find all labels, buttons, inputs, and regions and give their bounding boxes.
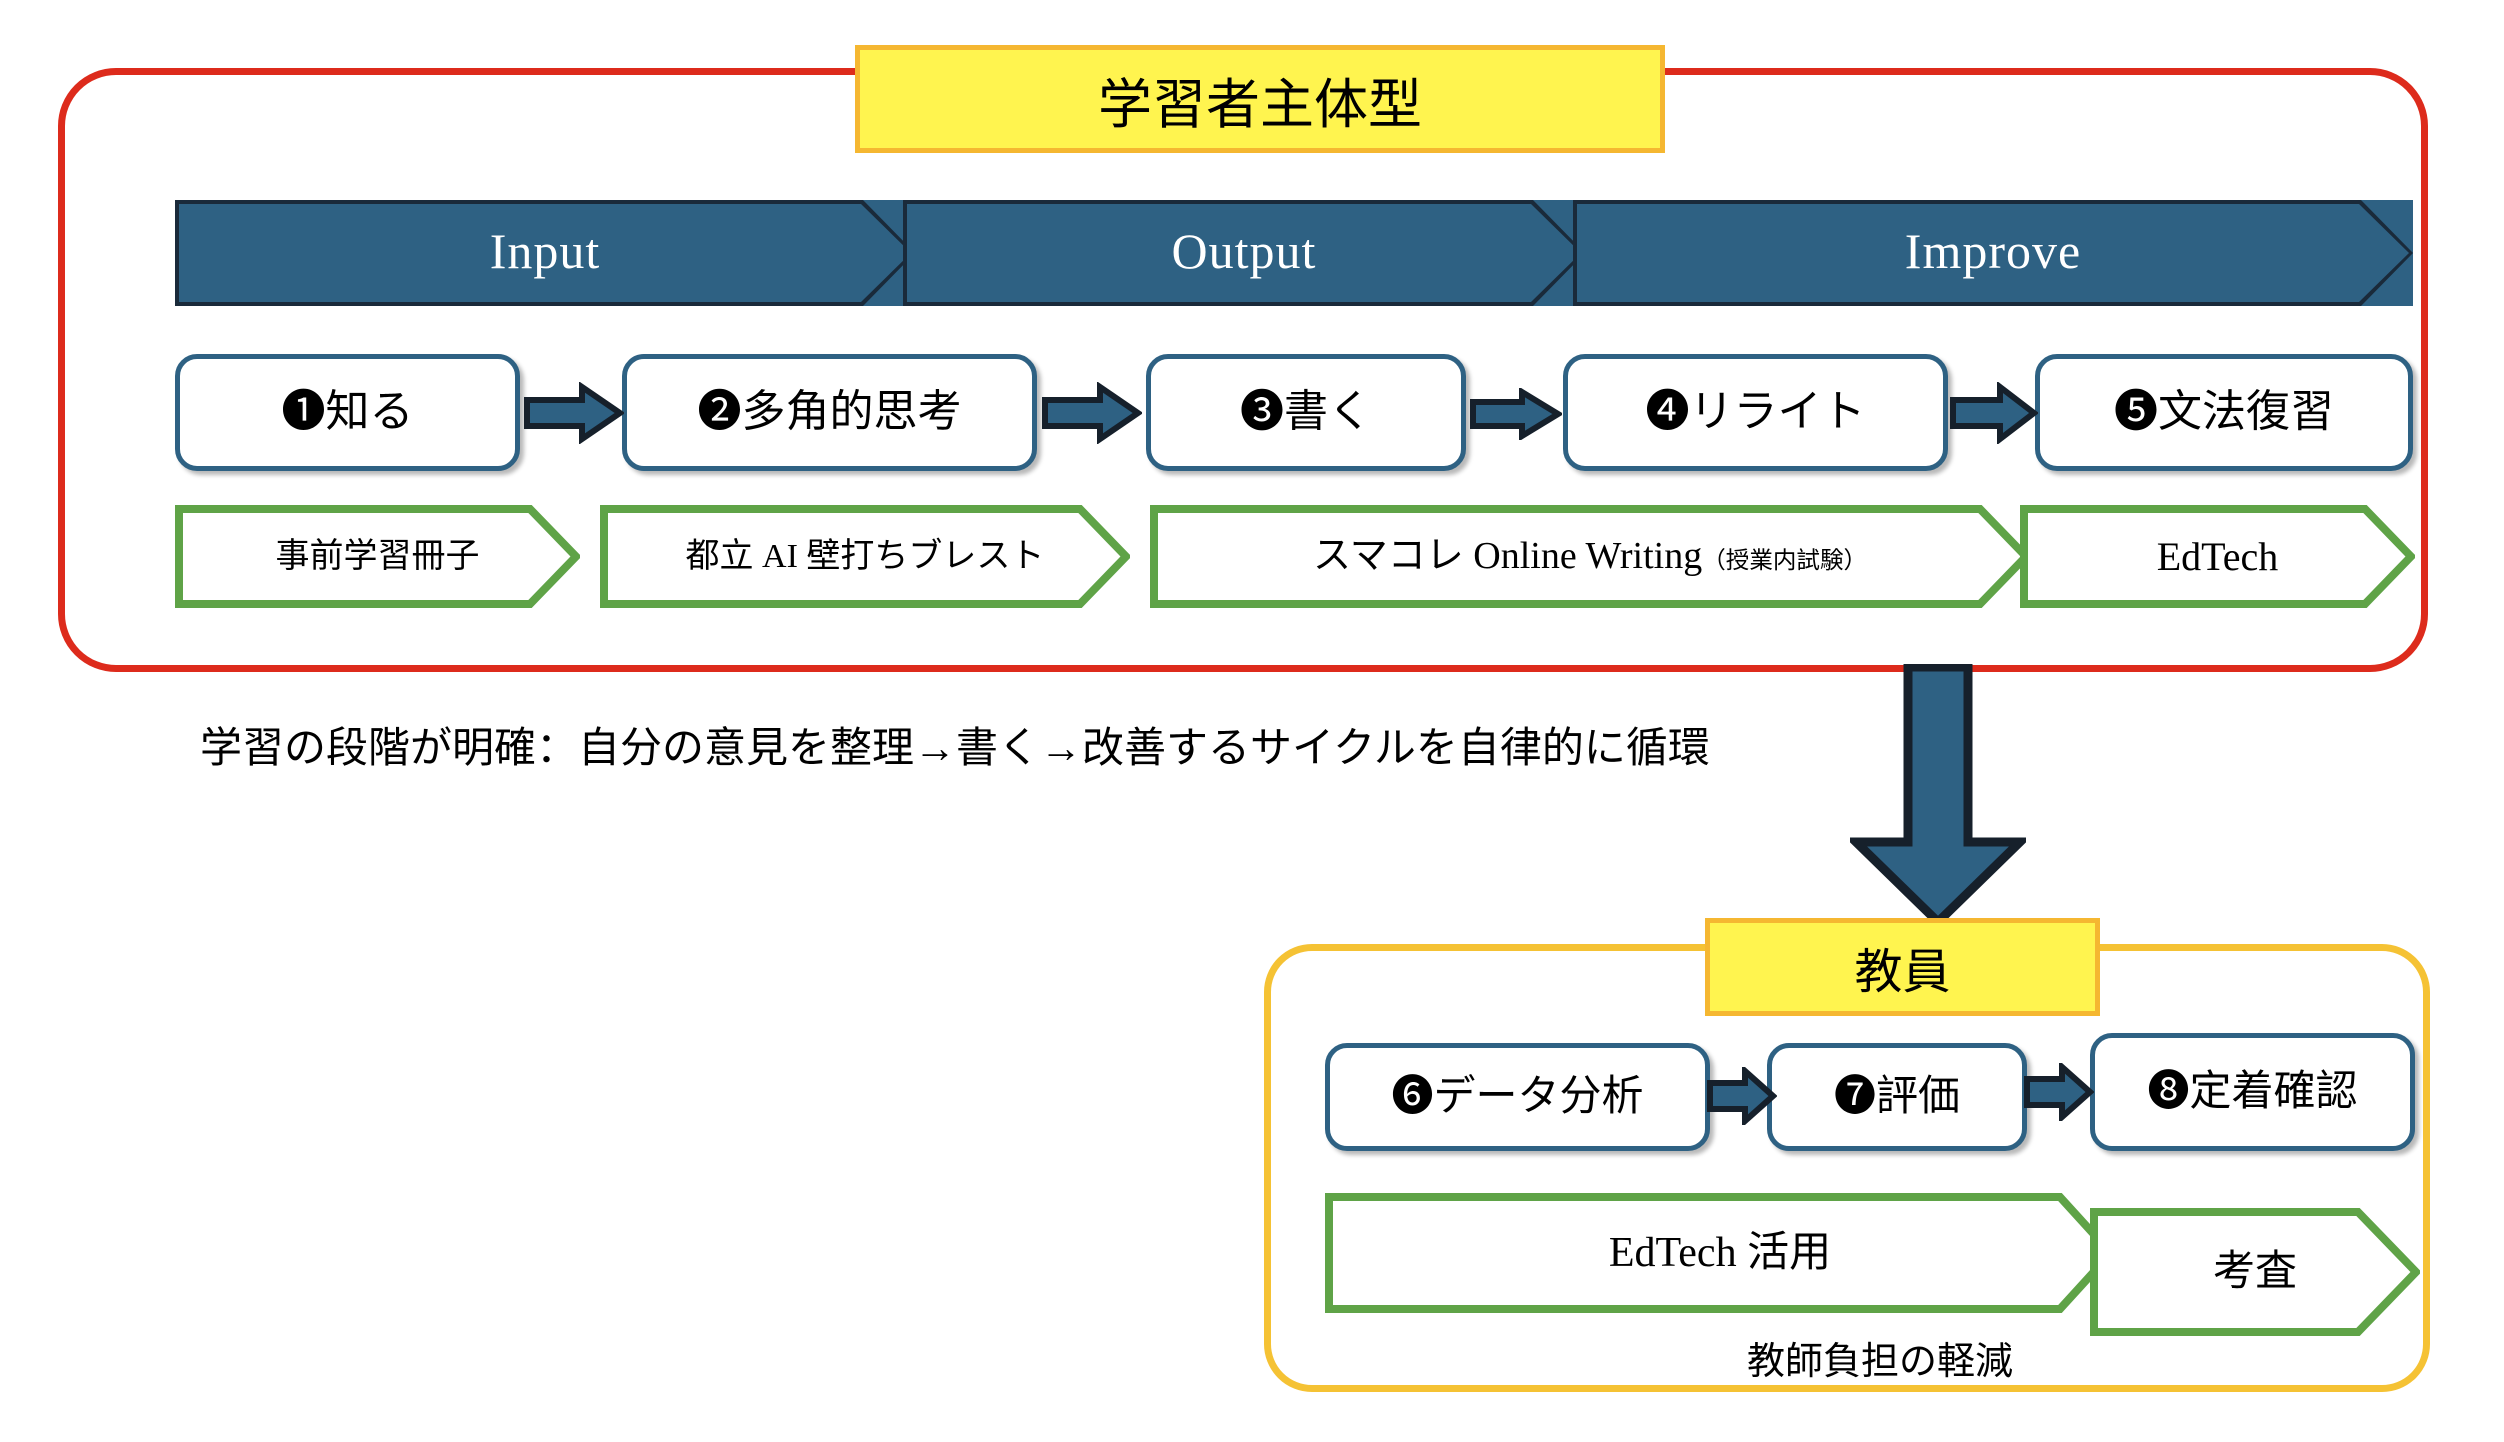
tool-chevron-6-label: 考査	[2212, 1248, 2297, 1295]
step-box-7-label: ❼評価	[1833, 1073, 1960, 1120]
tool-chevron-3-note: （授業内試験）	[1702, 547, 1868, 574]
teacher-caption: 教師負担の軽減	[1735, 1330, 2026, 1385]
tool-chevron-3[interactable]: スマコレ Online Writing（授業内試験）	[1150, 505, 2030, 608]
step-box-4[interactable]: ❹リライト	[1563, 354, 1948, 471]
learner-group-title: 学習者主体型	[855, 45, 1665, 153]
phase-chevron-improve-label: Improve	[1904, 223, 2082, 279]
step-box-5-label: ❺文法復習	[2114, 387, 2334, 437]
step-box-2[interactable]: ❷多角的思考	[622, 354, 1037, 471]
step-arrow-1-2	[524, 381, 626, 449]
tool-chevron-2-label: 都立 AI 壁打ちブレスト	[685, 537, 1045, 575]
step-box-6[interactable]: ❻データ分析	[1325, 1043, 1710, 1151]
tool-chevron-3-label: スマコレ Online Writing（授業内試験）	[1312, 534, 1868, 578]
step-arrow-7-8	[2024, 1060, 2095, 1126]
step-arrow-4-5	[1950, 380, 2039, 449]
tool-chevron-4-label: EdTech	[2156, 533, 2279, 579]
phase-chevron-output: Output	[903, 200, 1585, 306]
tool-chevron-2[interactable]: 都立 AI 壁打ちブレスト	[600, 505, 1130, 608]
learner-caption: 学習の段階が明確：自分の意見を整理→書く→改善するサイクルを自律的に循環	[200, 714, 1710, 775]
step-arrow-6-7	[1707, 1064, 1778, 1130]
tool-chevron-3-main: スマコレ Online Writing	[1312, 534, 1703, 577]
tool-chevron-5-label: EdTech 活用	[1608, 1229, 1832, 1276]
tool-chevron-5[interactable]: EdTech 活用	[1325, 1193, 2115, 1313]
phase-chevron-input: Input	[175, 200, 915, 306]
step-box-1[interactable]: ❶知る	[175, 354, 520, 471]
step-box-7[interactable]: ❼評価	[1767, 1043, 2027, 1151]
phase-chevron-input-label: Input	[489, 223, 601, 279]
step-box-5[interactable]: ❺文法復習	[2035, 354, 2413, 471]
step-box-3-label: ❸書く	[1240, 387, 1372, 437]
tool-chevron-1[interactable]: 事前学習冊子	[175, 505, 580, 608]
tool-chevron-1-label: 事前学習冊子	[275, 537, 480, 575]
step-arrow-2-3	[1042, 381, 1144, 449]
teacher-group-title: 教員	[1705, 918, 2100, 1016]
tool-chevron-4[interactable]: EdTech	[2020, 505, 2415, 608]
step-box-2-label: ❷多角的思考	[697, 387, 962, 437]
step-box-8-label: ❽定着確認	[2147, 1068, 2358, 1115]
step-box-3[interactable]: ❸書く	[1146, 354, 1466, 471]
phase-chevron-improve: Improve	[1573, 200, 2413, 306]
step-box-4-label: ❹リライト	[1645, 387, 1866, 437]
step-box-1-label: ❶知る	[281, 387, 414, 437]
step-arrow-3-4	[1470, 386, 1564, 445]
step-box-8[interactable]: ❽定着確認	[2090, 1033, 2415, 1151]
step-box-6-label: ❻データ分析	[1391, 1073, 1644, 1120]
down-arrow-icon	[1844, 662, 2032, 931]
phase-chevron-output-label: Output	[1171, 223, 1317, 279]
tool-chevron-6[interactable]: 考査	[2090, 1208, 2420, 1336]
